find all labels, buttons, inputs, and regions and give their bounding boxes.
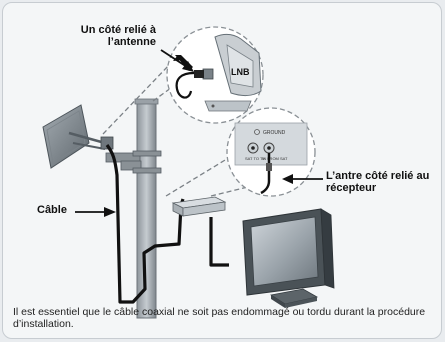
port-label-out: SAT TO TV bbox=[245, 156, 265, 161]
callout-connectors bbox=[102, 62, 257, 197]
annotation-arrows bbox=[75, 49, 323, 217]
satellite-dish bbox=[42, 104, 162, 174]
antenna-arrow-head bbox=[182, 61, 194, 72]
installation-caption: Il est essentiel que le câble coaxial ne… bbox=[13, 306, 426, 330]
installation-diagram: LNB GROUND SAT TO TV IN FROM SAT bbox=[42, 26, 335, 319]
receiver-to-tv-cable bbox=[209, 217, 229, 267]
cable-arrow-head bbox=[104, 207, 116, 217]
lnb-text: LNB bbox=[231, 67, 250, 77]
mast-pole bbox=[134, 98, 159, 319]
antenna-side-label: Un côté relié à l’antenne bbox=[80, 24, 156, 48]
ground-text: GROUND bbox=[263, 130, 286, 136]
port-label-in: IN FROM SAT bbox=[262, 156, 288, 161]
cable-label: Câble bbox=[37, 204, 67, 216]
lnb-zoom-circle: LNB bbox=[166, 26, 264, 124]
receiver-side-label: L’antre côté relié au récepteur bbox=[326, 170, 430, 194]
receiver-arrow-head bbox=[282, 174, 293, 184]
television bbox=[242, 208, 335, 308]
coax-cable bbox=[105, 144, 185, 304]
receiver-zoom-circle: GROUND SAT TO TV IN FROM SAT bbox=[226, 107, 316, 197]
receiver-box bbox=[171, 196, 227, 217]
diagram-panel: LNB GROUND SAT TO TV IN FROM SAT bbox=[2, 2, 442, 339]
